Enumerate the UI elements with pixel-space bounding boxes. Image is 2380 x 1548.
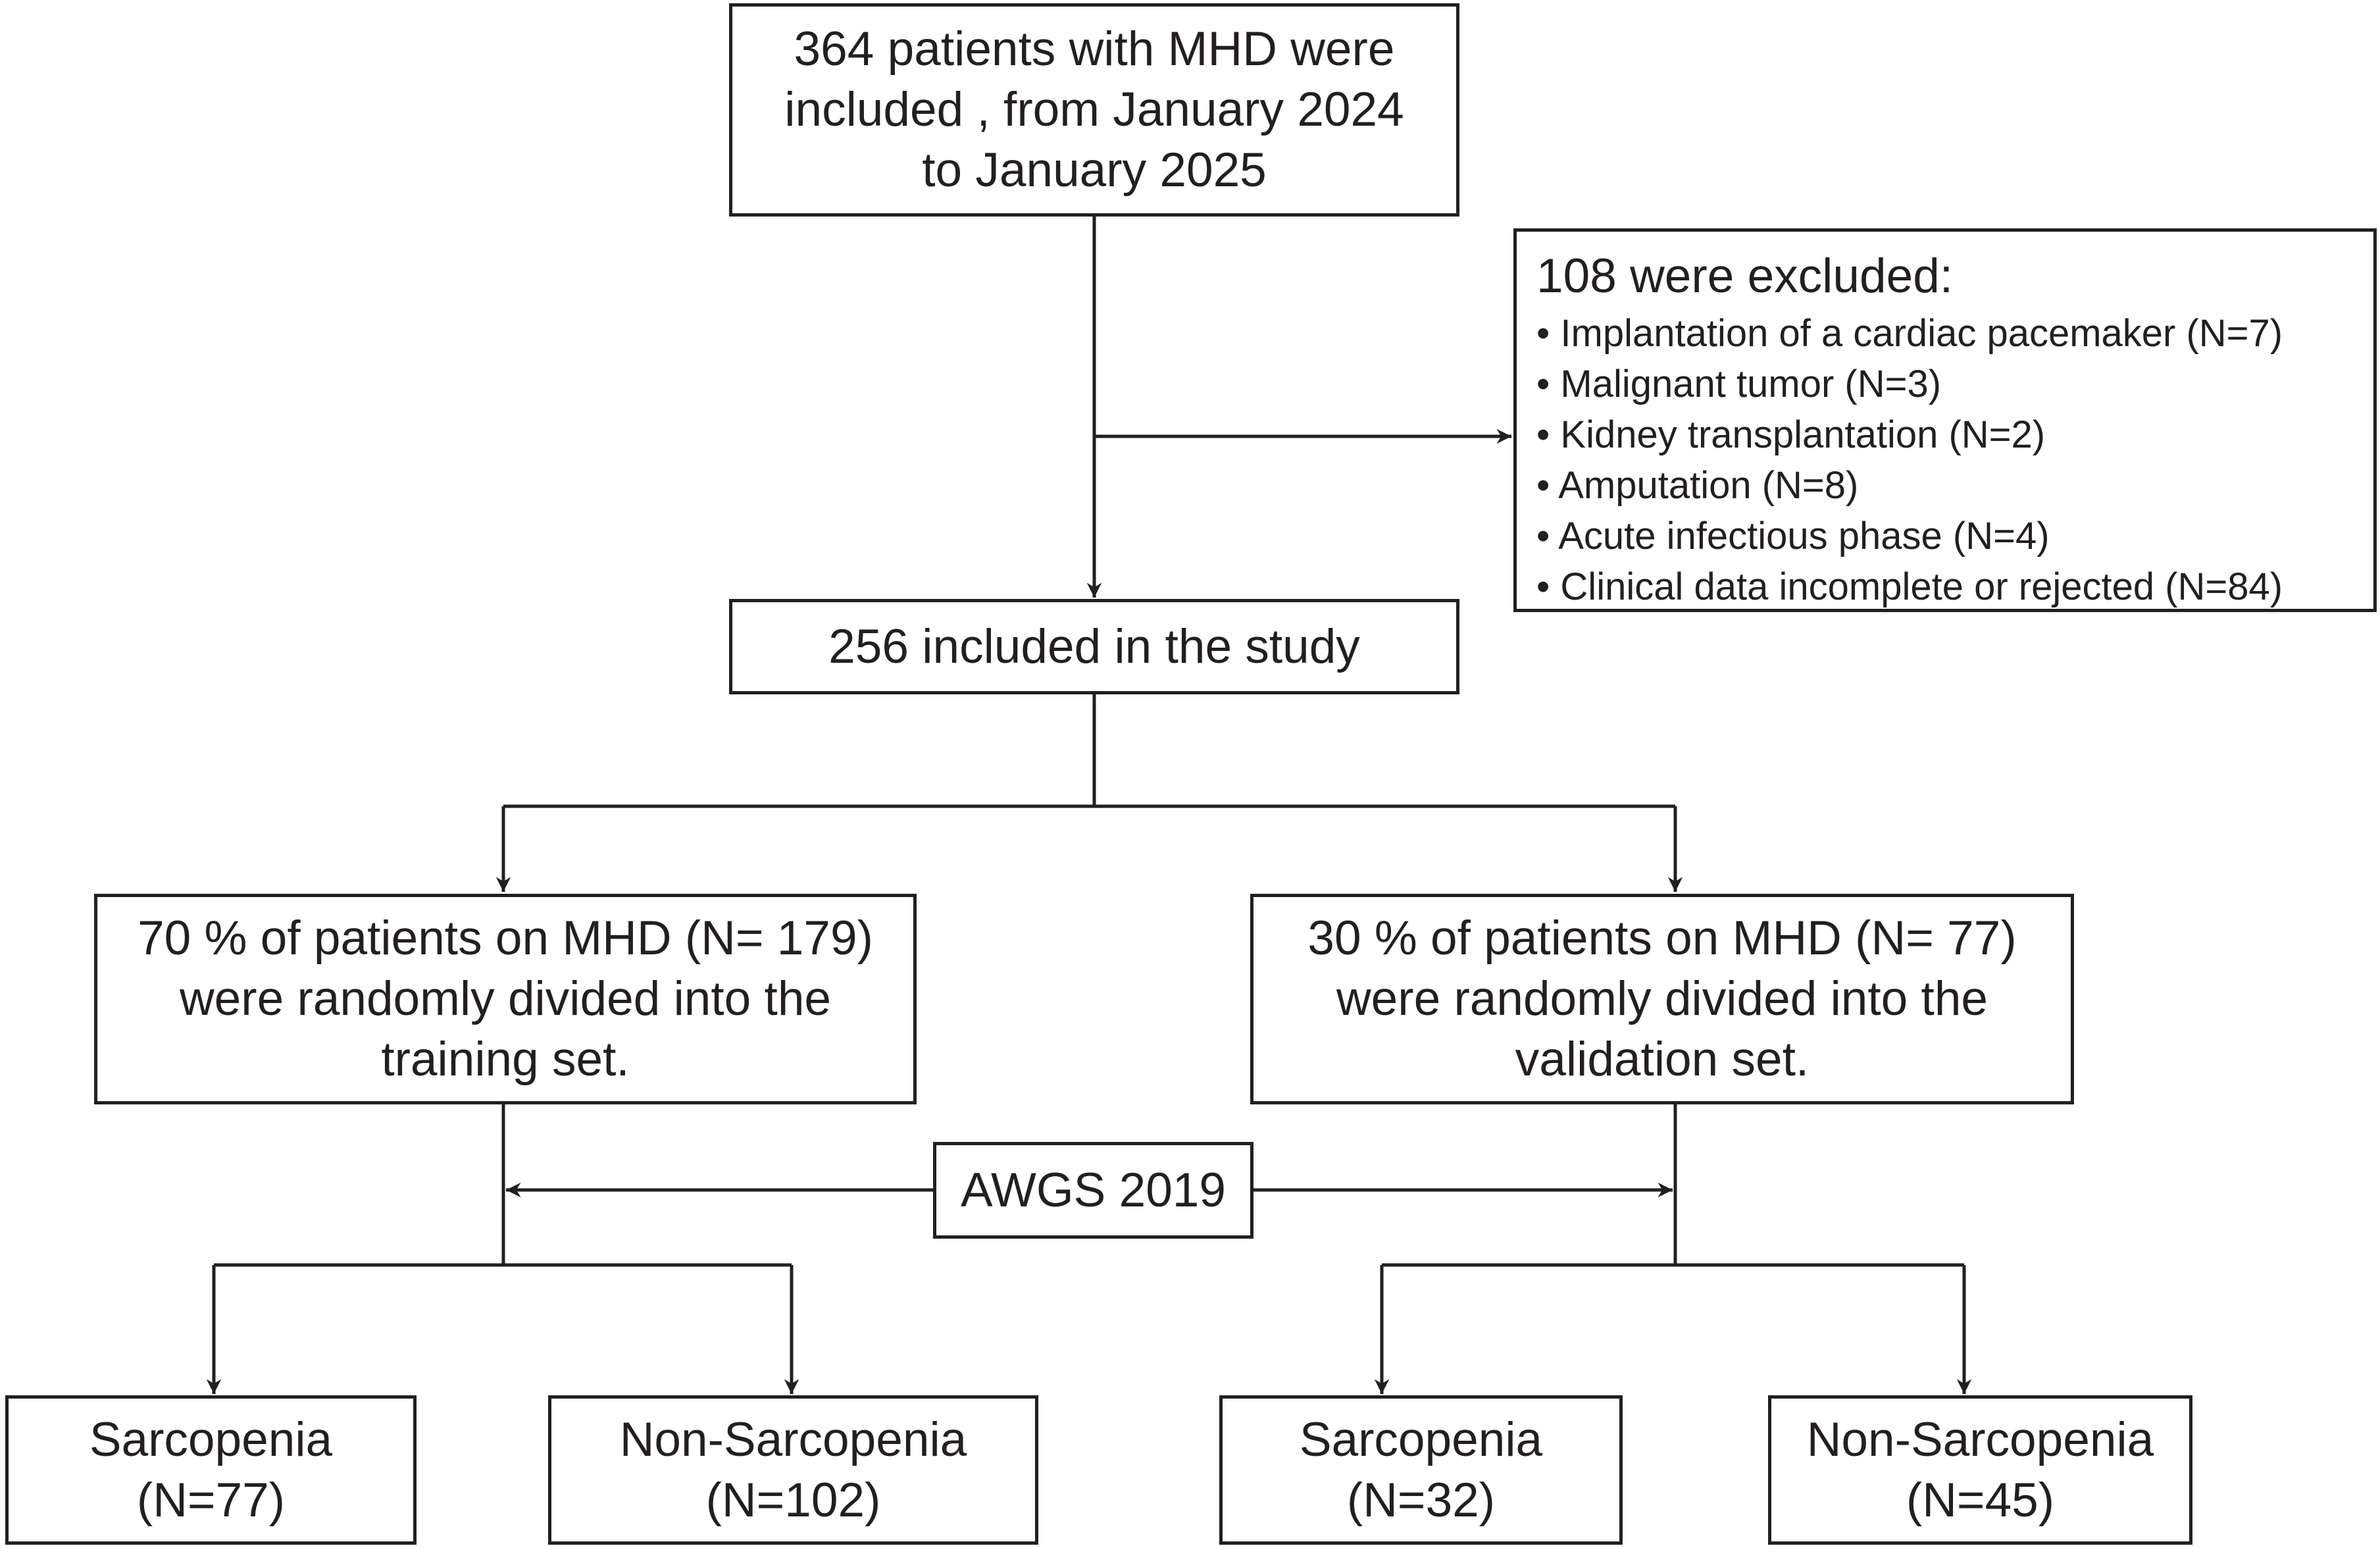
validation-set-box: 30 % of patients on MHD (N= 77) were ran… (1250, 894, 2074, 1104)
exclusion-box: 108 were excluded: • Implantation of a c… (1513, 228, 2377, 612)
outcome-label: Non-Sarcopenia (1806, 1412, 2154, 1466)
exclusion-item: • Malignant tumor (N=3) (1536, 363, 1942, 405)
outcome-count: (N=32) (1346, 1473, 1496, 1527)
enrollment-line-3: to January 2025 (922, 143, 1267, 197)
exclusion-heading: 108 were excluded: (1536, 249, 1954, 303)
training-set-box: 70 % of patients on MHD (N= 179) were ra… (94, 894, 917, 1104)
validation-line-3: validation set. (1515, 1033, 1810, 1086)
exclusion-item: • Amputation (N=8) (1536, 464, 1859, 507)
validation-line-2: were randomly divided into the (1336, 972, 1988, 1025)
outcome-box-training-sarcopenia: Sarcopenia (N=77) (5, 1395, 417, 1545)
exclusion-item: • Clinical data incomplete or rejected (… (1536, 565, 2283, 608)
outcome-box-training-non-sarcopenia: Non-Sarcopenia (N=102) (548, 1395, 1038, 1545)
criteria-text: AWGS 2019 (960, 1163, 1227, 1217)
enrollment-box: 364 patients with MHD were included , fr… (729, 3, 1459, 217)
included-text: 256 included in the study (828, 619, 1360, 673)
outcome-count: (N=77) (136, 1473, 286, 1527)
enrollment-line-2: included , from January 2024 (784, 83, 1404, 136)
outcome-label: Sarcopenia (1299, 1412, 1543, 1466)
exclusion-item: • Kidney transplantation (N=2) (1536, 413, 2046, 456)
outcome-count: (N=45) (1906, 1473, 2055, 1527)
enrollment-line-1: 364 patients with MHD were (794, 22, 1395, 76)
outcome-label: Non-Sarcopenia (619, 1412, 967, 1466)
outcome-count: (N=102) (705, 1473, 881, 1527)
outcome-label: Sarcopenia (89, 1412, 333, 1466)
training-line-1: 70 % of patients on MHD (N= 179) (138, 912, 873, 965)
training-line-2: were randomly divided into the (179, 972, 832, 1025)
included-box: 256 included in the study (729, 599, 1459, 694)
validation-line-1: 30 % of patients on MHD (N= 77) (1307, 912, 2017, 965)
exclusion-item: • Acute infectious phase (N=4) (1536, 515, 2050, 557)
outcome-box-validation-non-sarcopenia: Non-Sarcopenia (N=45) (1768, 1395, 2192, 1545)
exclusion-item: • Implantation of a cardiac pacemaker (N… (1536, 312, 2283, 355)
training-line-3: training set. (381, 1033, 630, 1086)
criteria-box: AWGS 2019 (933, 1142, 1253, 1239)
outcome-box-validation-sarcopenia: Sarcopenia (N=32) (1219, 1395, 1623, 1545)
